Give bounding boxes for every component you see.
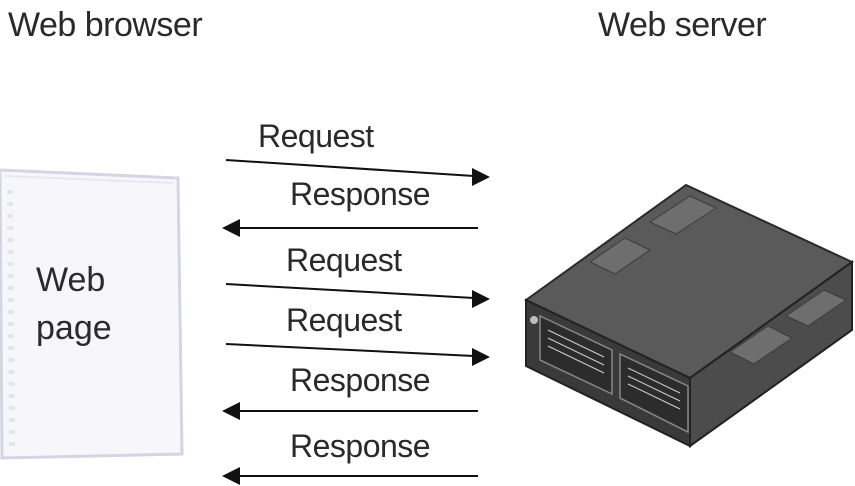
arrow-request-3 <box>225 343 490 366</box>
server-box-icon <box>524 183 854 448</box>
arrow-response-2 <box>222 402 478 420</box>
message-arrows <box>222 159 490 485</box>
arrow-response-1 <box>222 219 478 237</box>
arrow-request-2 <box>225 283 490 308</box>
message-label-response-1: Response <box>290 176 431 212</box>
web-server-heading: Web server <box>598 6 767 44</box>
message-label-request-3: Request <box>286 302 402 338</box>
message-label-request-2: Request <box>286 242 402 278</box>
arrow-response-3 <box>222 467 478 485</box>
web-page-label-line2: page <box>36 309 112 347</box>
arrow-request-1 <box>225 159 490 186</box>
web-page-label-line1: Web <box>36 261 106 299</box>
web-browser-heading: Web browser <box>8 6 203 44</box>
message-label-response-2: Response <box>290 362 431 398</box>
message-label-request-1: Request <box>258 118 374 154</box>
web-page-document-icon <box>0 168 184 460</box>
message-label-response-3: Response <box>290 428 431 464</box>
